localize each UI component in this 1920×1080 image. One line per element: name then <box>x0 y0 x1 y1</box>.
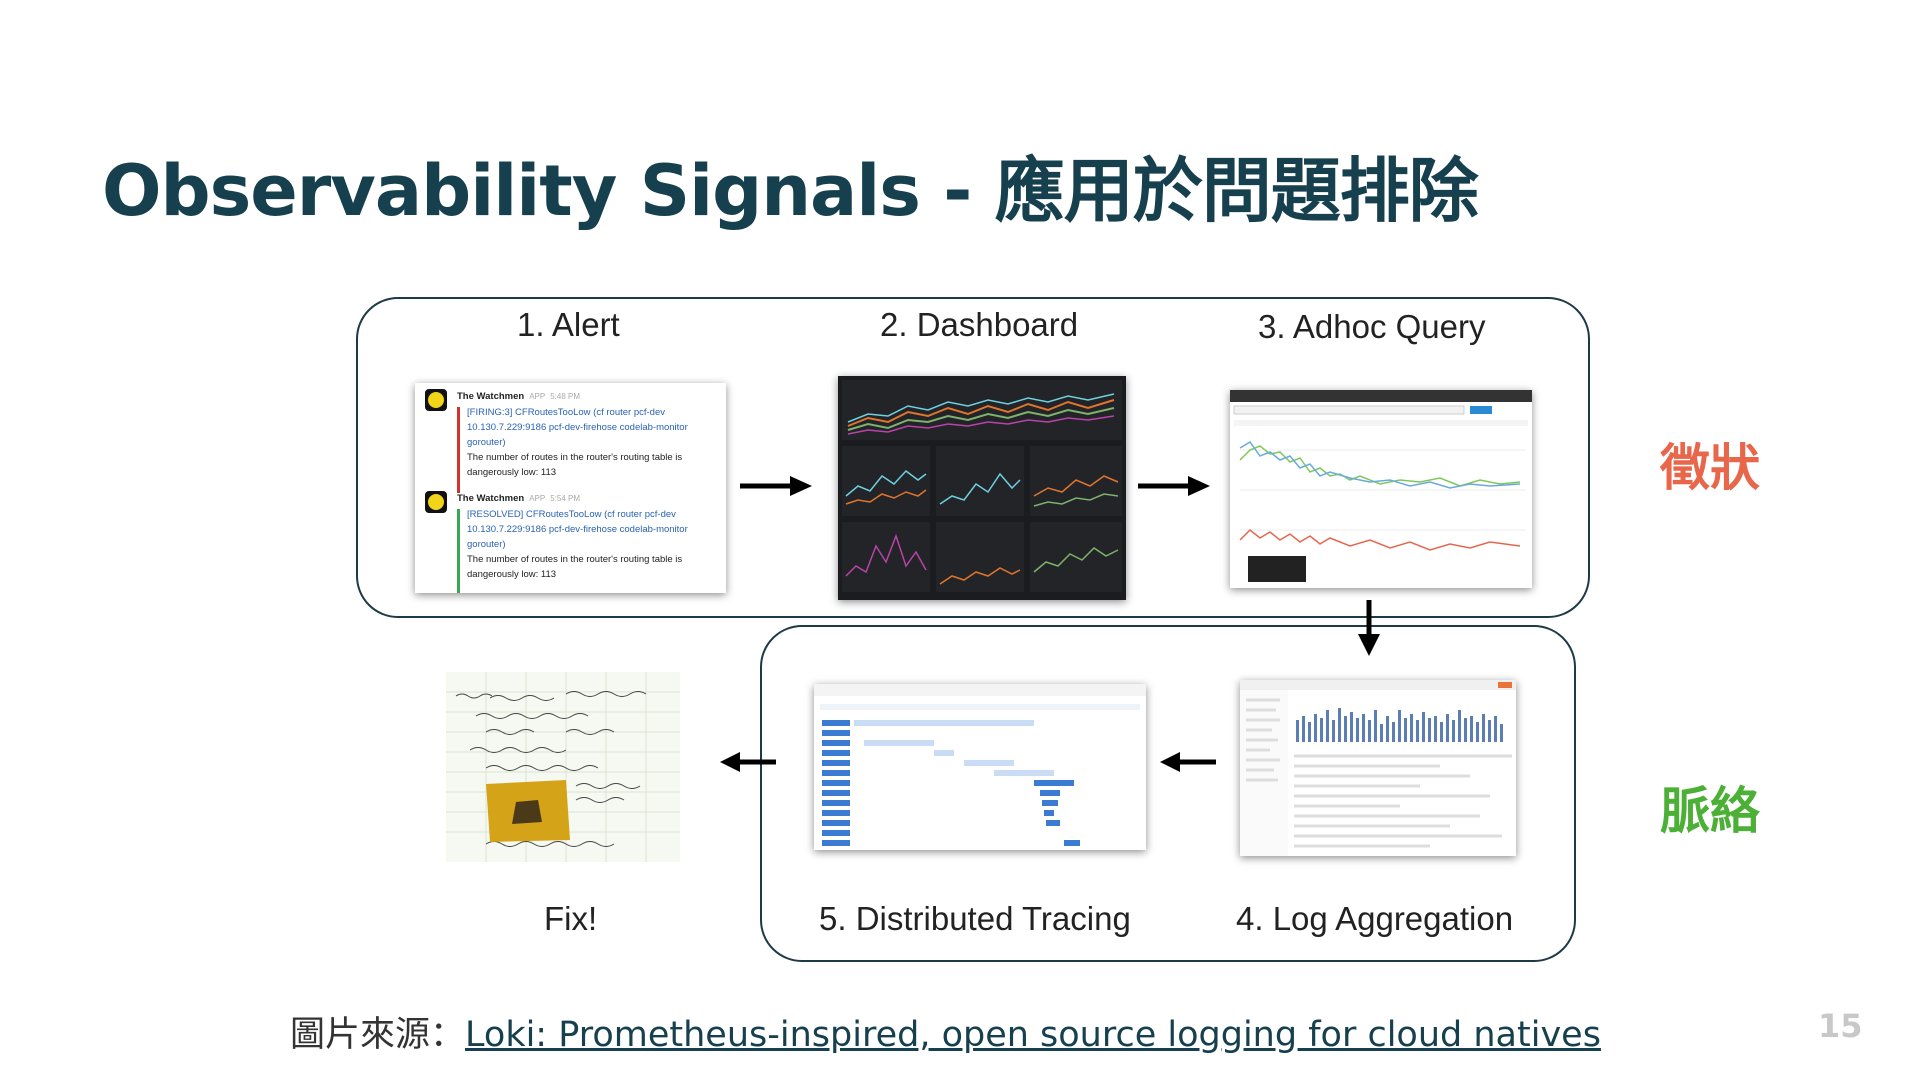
dashboard-graphs <box>842 380 1122 592</box>
symptom-label: 徵狀 <box>1660 439 1760 497</box>
step-label-alert: 1. Alert <box>517 306 620 343</box>
watchmen-avatar-icon <box>425 491 447 513</box>
source-link[interactable]: Loki: Prometheus-inspired, open source l… <box>465 1015 1601 1055</box>
handwritten-notes-image <box>446 672 680 862</box>
app-badge: APP <box>529 392 546 401</box>
arrow-down-icon <box>1358 600 1380 656</box>
image-source: 圖片來源：Loki: Prometheus-inspired, open sou… <box>290 1006 1601 1057</box>
arrow-left-icon <box>1160 752 1216 772</box>
slide-title: Observability Signals - 應用於問題排除 <box>102 150 1479 232</box>
firing-status-bar <box>457 407 460 493</box>
alert-text: The number of routes in the router's rou… <box>467 554 683 580</box>
context-label: 脈絡 <box>1660 782 1760 840</box>
step-label-dashboard: 2. Dashboard <box>880 306 1079 343</box>
alert-time: 5:48 PM <box>550 392 581 401</box>
app-badge: APP <box>529 494 546 503</box>
step-label-adhoc-query: 3. Adhoc Query <box>1258 308 1486 345</box>
alert-text: The number of routes in the router's rou… <box>467 452 683 478</box>
page-number: 15 <box>1818 1007 1863 1045</box>
watchmen-avatar-icon <box>425 389 447 411</box>
step-label-fix: Fix! <box>544 900 598 937</box>
step-label-log-aggregation: 4. Log Aggregation <box>1236 900 1514 937</box>
adhoc-query-thumbnail <box>1230 390 1532 588</box>
alert-sender: The Watchmen <box>457 493 525 504</box>
distributed-tracing-thumbnail <box>814 684 1146 850</box>
step-label-distributed-tracing: 5. Distributed Tracing <box>819 900 1131 937</box>
symptom-group-outline <box>356 297 1590 618</box>
arrow-left-icon <box>720 752 776 772</box>
prometheus-graph <box>1230 390 1532 582</box>
log-aggregation-thumbnail <box>1240 680 1516 856</box>
context-group-outline <box>760 625 1576 962</box>
alert-sender: The Watchmen <box>457 391 525 402</box>
alert-link-resolved[interactable]: [RESOLVED] CFRoutesTooLow (cf router pcf… <box>467 509 688 550</box>
resolved-status-bar <box>457 509 460 593</box>
dashboard-thumbnail <box>838 376 1126 600</box>
arrow-right-icon <box>1138 476 1210 496</box>
trace-timeline <box>814 684 1146 846</box>
log-histogram <box>1240 680 1516 856</box>
arrow-right-icon <box>740 476 812 496</box>
source-prefix: 圖片來源： <box>290 1015 466 1055</box>
fix-notes-thumbnail <box>446 672 680 862</box>
alert-link-firing[interactable]: [FIRING:3] CFRoutesTooLow (cf router pcf… <box>467 407 688 448</box>
alert-time: 5:54 PM <box>550 494 581 503</box>
